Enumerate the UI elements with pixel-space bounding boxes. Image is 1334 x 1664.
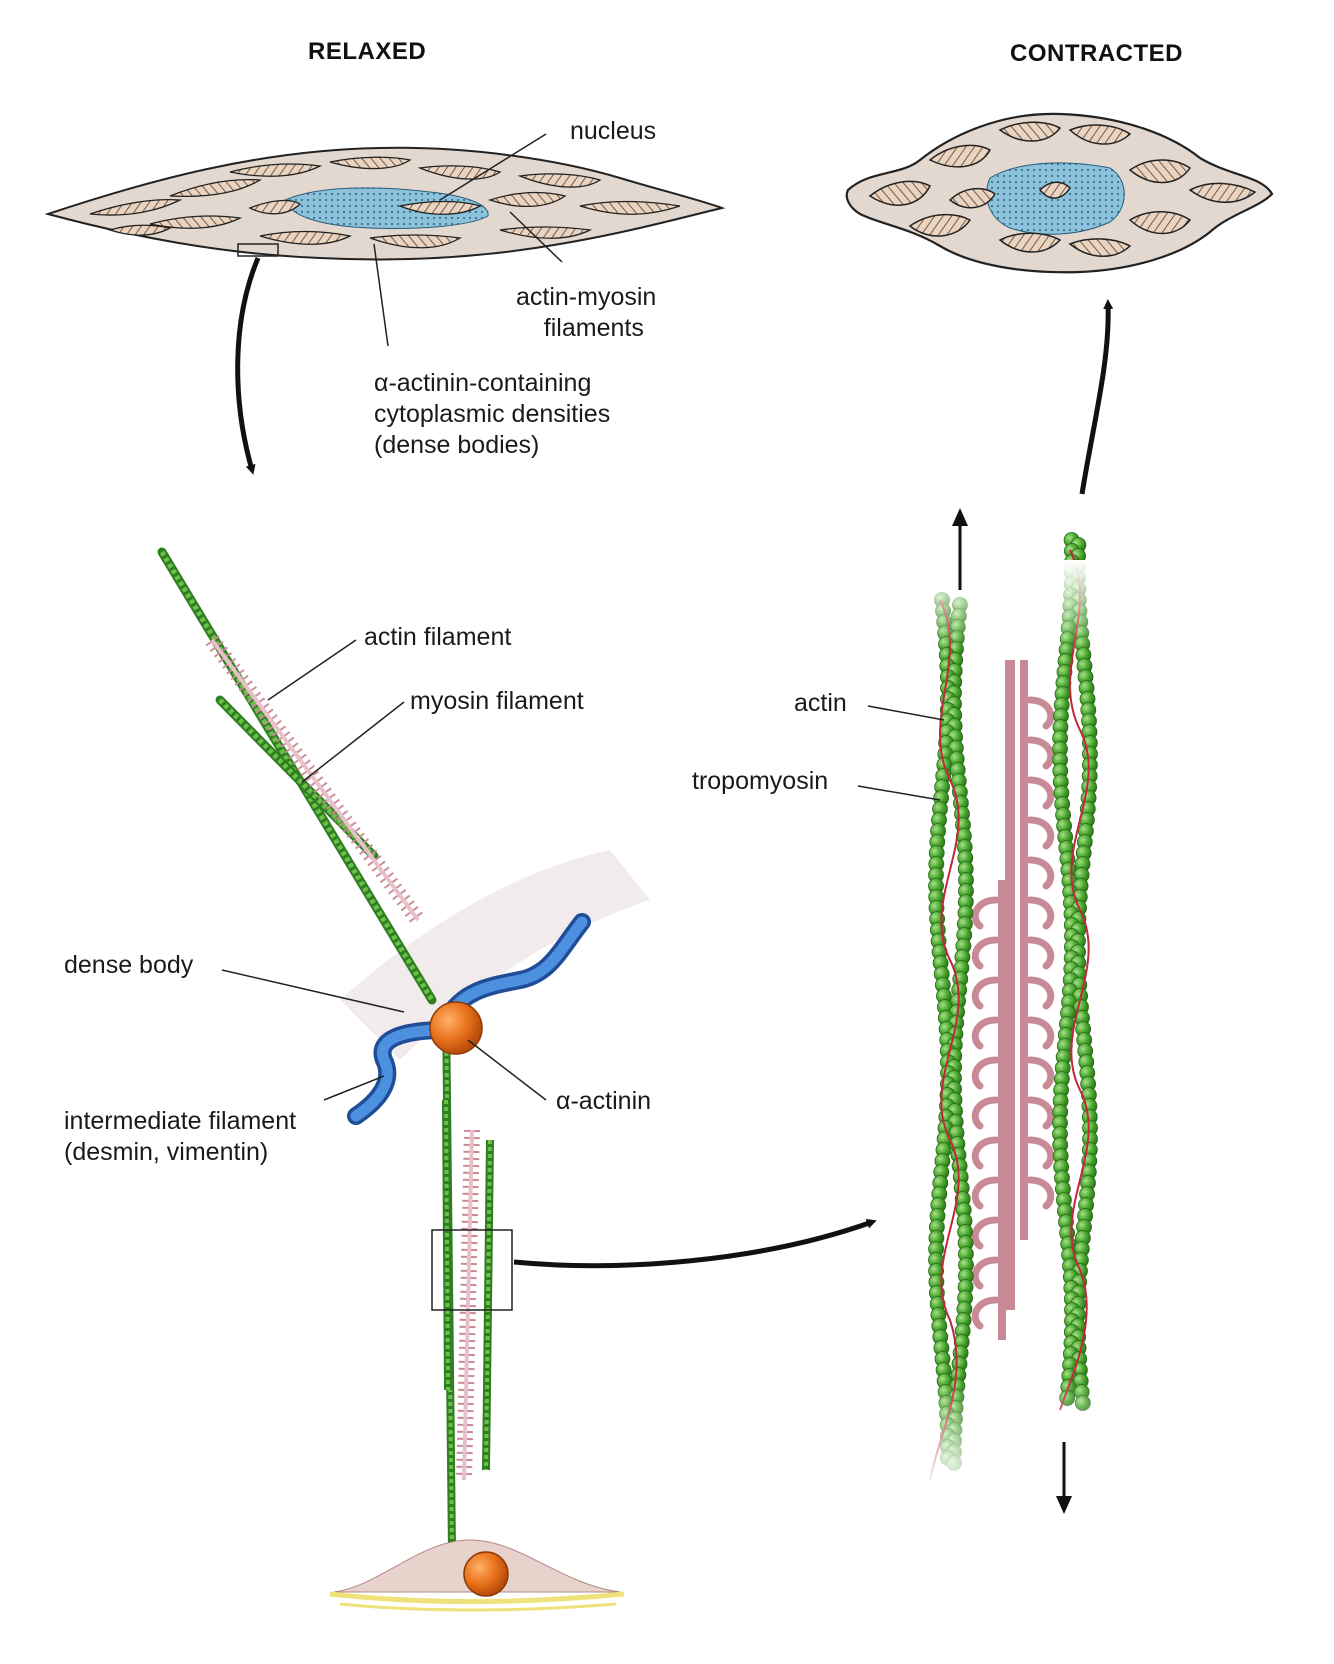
contracted-title: CONTRACTED [1010, 40, 1183, 67]
label-alpha-actinin: α-actinin [556, 1087, 652, 1115]
relaxed-cell [44, 146, 726, 261]
label-actin-myosin: actin-myosin filaments [516, 283, 657, 342]
actin-filament-upper [157, 547, 437, 1005]
filament-leaders [221, 639, 547, 1101]
contracted-cell [845, 112, 1274, 274]
myosin-filament-upper [205, 635, 425, 925]
label-nucleus: nucleus [570, 117, 657, 145]
right-arrow [513, 1218, 877, 1269]
label-actin-filament: actin filament [364, 623, 512, 651]
actin-chain-right [1052, 532, 1098, 1411]
myosin-hooks [971, 696, 1055, 1330]
label-intermediate-filament: intermediate filament (desmin, vimentin) [64, 1107, 297, 1166]
actin-chain-left [928, 592, 974, 1471]
membrane-plaque [329, 1539, 625, 1612]
up-arrow [1079, 299, 1114, 495]
zoom-box [431, 1229, 513, 1311]
relaxed-leaders [373, 133, 563, 347]
zoomed-filaments [900, 532, 1120, 1490]
down-arrow [235, 257, 261, 475]
relaxed-title: RELAXED [308, 38, 427, 65]
force-arrows [952, 508, 1072, 1514]
label-tropomyosin: tropomyosin [692, 767, 829, 795]
label-myosin-filament: myosin filament [410, 687, 584, 715]
tropomyosin-strand-left [929, 599, 960, 1481]
membrane-band [340, 850, 650, 1060]
intermediate-filaments [347, 913, 591, 1125]
label-actin: actin [794, 689, 847, 717]
actin-filament-lower [442, 1009, 494, 1551]
zoom-leaders [857, 705, 945, 801]
tropomyosin-strand-right [1059, 549, 1090, 1411]
relaxed-sample-box [237, 243, 279, 257]
label-dense-bodies: α-actinin-containing cytoplasmic densiti… [374, 369, 611, 459]
myosin-filament-lower [456, 1129, 480, 1481]
label-dense-body: dense body [64, 951, 194, 979]
dense-body-ball [429, 1001, 483, 1055]
relaxed-nucleus [284, 187, 489, 229]
myosin-heads [998, 660, 1028, 1340]
